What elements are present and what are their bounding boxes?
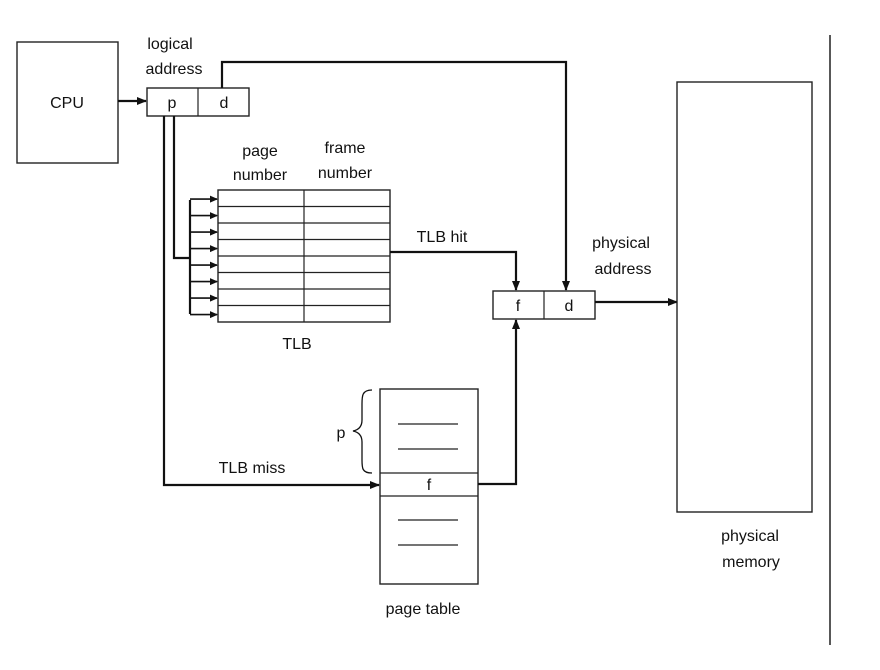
page-table-f-entry: f xyxy=(427,477,432,494)
logical-address-label-line2: address xyxy=(146,61,203,78)
cpu-box xyxy=(16,41,119,164)
physical-memory-label-line2: memory xyxy=(722,554,780,571)
logical-address-box: p d xyxy=(146,87,250,117)
physical-memory-box xyxy=(676,81,813,513)
cpu-label: CPU xyxy=(50,95,84,112)
tlb-hit-arrow xyxy=(390,250,520,291)
offset-d-route-arrow xyxy=(220,60,570,291)
p-to-tlb-line xyxy=(172,116,190,260)
tlb-page-number-header-line2: number xyxy=(233,167,288,184)
page-table-to-frame-arrow xyxy=(478,319,520,486)
tlb-miss-label: TLB miss xyxy=(219,460,286,477)
page-table-outline xyxy=(379,388,479,585)
logical-address-label-line1: logical xyxy=(147,36,192,53)
physical-address-box: f d xyxy=(492,290,596,320)
page-table-p-brace xyxy=(352,389,373,474)
physical-d-field: d xyxy=(565,298,574,315)
tlb-hit-label: TLB hit xyxy=(417,229,468,246)
page-table-caption: page table xyxy=(386,601,461,618)
tlb-miss-arrow xyxy=(162,116,380,489)
tlb-search-comb-arrows xyxy=(190,195,218,319)
physical-address-label-line2: address xyxy=(595,261,652,278)
tlb-table xyxy=(217,189,391,323)
page-table: f xyxy=(379,388,479,585)
tlb-page-number-header-line1: page xyxy=(242,143,278,160)
physical-address-label-line1: physical xyxy=(592,235,650,252)
physical-memory-label-line1: physical xyxy=(721,528,779,545)
cpu-block: CPU xyxy=(16,41,119,164)
logical-d-field: d xyxy=(220,95,229,112)
physical-f-field: f xyxy=(516,298,521,315)
page-table-p-brace-label: p xyxy=(337,425,346,442)
tlb-frame-number-header-line1: frame xyxy=(325,140,366,157)
tlb-frame-number-header-line2: number xyxy=(318,165,373,182)
logical-p-field: p xyxy=(168,95,177,112)
tlb-caption: TLB xyxy=(282,336,311,353)
